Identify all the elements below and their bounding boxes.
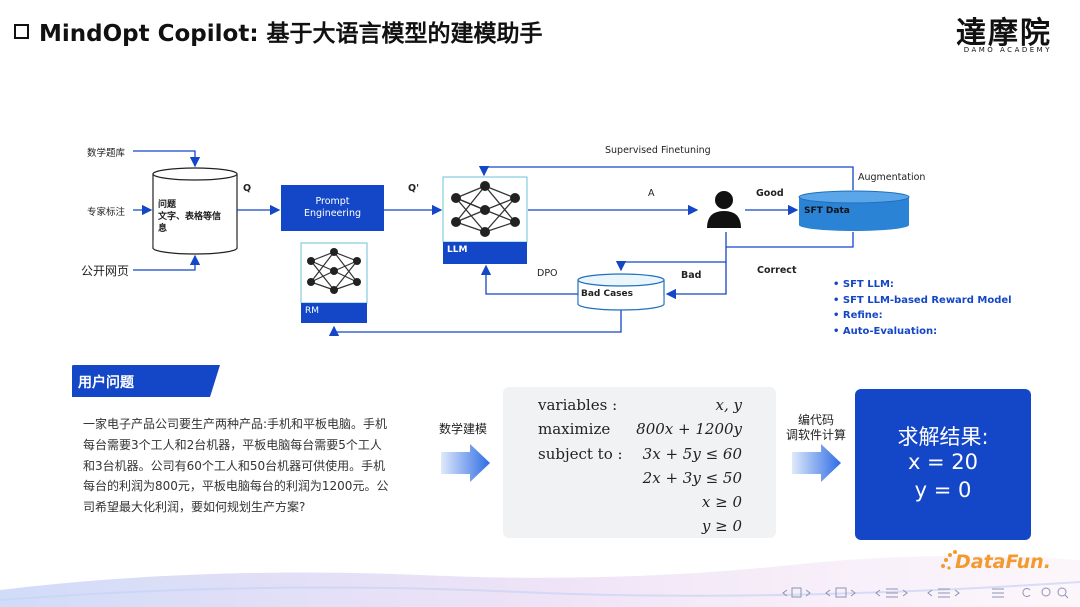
compute-arrow-label: 编代码 调软件计算 [784, 413, 848, 443]
model-panel [503, 387, 776, 538]
result-title: 求解结果: [897, 425, 989, 449]
arrow-sft [478, 165, 854, 190]
variables-value: x, y [715, 396, 742, 414]
modeling-arrow-label: 数学建模 [439, 422, 488, 436]
kw-maximize: maximize [538, 420, 611, 438]
label-correct: Correct [757, 265, 797, 276]
bullet-item: • Refine: [833, 310, 883, 321]
label-a: A [648, 188, 655, 199]
arrow-correct [615, 232, 727, 272]
label-q-prime: Q' [408, 183, 419, 194]
label-dpo: DPO [537, 268, 558, 279]
label-good: Good [756, 188, 784, 199]
person-icon [707, 191, 741, 228]
problem-line: 一家电子产品公司要生产两种产品:手机和平板电脑。手机 [83, 417, 388, 431]
constraint-1: 3x + 5y ≤ 60 [642, 445, 742, 463]
compute-arrow-icon [792, 444, 841, 482]
user-question-tag-bg [72, 365, 220, 397]
db-label-3: 息 [158, 224, 168, 234]
objective-value: 800x + 1200y [636, 420, 742, 438]
rm-box [300, 242, 368, 323]
result-x: x = 20 [907, 450, 979, 474]
user-question-tag: 用户问题 [78, 375, 134, 391]
problem-line: 和3台机器。公司有60个工人和50台机器可供使用。手机 [83, 458, 386, 473]
arrow-math-bank [133, 150, 201, 168]
method-bullet-list: • SFT LLM: • SFT LLM-based Reward Model … [833, 277, 1012, 339]
damo-logo-en: DAMO ACADEMY [963, 46, 1052, 54]
problem-line: 每台的利润为800元，平板电脑每台的利润为1200元。公 [83, 479, 389, 494]
input-math-bank: 数学题库 [87, 148, 126, 159]
input-public-web: 公开网页 [81, 264, 130, 278]
modeling-arrow-icon [441, 444, 490, 482]
arrow-bad [665, 262, 727, 300]
db-label-1: 问题 [158, 200, 177, 210]
input-expert-annotation: 专家标注 [87, 207, 126, 218]
compute-label-line2: 调软件计算 [785, 428, 846, 442]
label-q: Q [243, 183, 252, 194]
arrow-dpo [480, 264, 578, 295]
sft-data-label: SFT Data [804, 206, 850, 216]
rm-label: RM [305, 306, 320, 316]
arrow-rm [328, 308, 622, 337]
sft-data-cylinder [798, 190, 910, 231]
bullet-item: • SFT LLM: [833, 279, 894, 290]
footer-wave-line [0, 581, 1080, 601]
result-panel [855, 389, 1031, 540]
compute-label-line1: 编代码 [797, 413, 834, 427]
constraint-4: y ≥ 0 [701, 517, 742, 535]
bullet-item: • Auto-Evaluation: [833, 325, 938, 337]
supervised-finetuning-label: Supervised Finetuning [605, 145, 711, 156]
llm-box [442, 176, 528, 264]
kw-variables: variables : [538, 396, 618, 414]
problem-line: 司希望最大化利润，要如何规划生产方案? [83, 500, 306, 515]
bullet-item: • SFT LLM-based Reward Model [833, 294, 1012, 306]
footer-wave [0, 555, 1080, 607]
augmentation-label: Augmentation [858, 172, 926, 183]
result-y: y = 0 [914, 478, 972, 502]
bad-cases-cylinder [577, 273, 665, 311]
title-square-icon [14, 23, 29, 39]
db-label-2: 文字、表格等信 [158, 212, 222, 222]
bad-cases-label: Bad Cases [581, 289, 634, 299]
kw-subject-to: subject to : [538, 445, 623, 463]
prompt-engineering-box [281, 185, 384, 231]
datafun-logo: DataFun. [955, 551, 1051, 573]
llm-label: LLM [447, 245, 468, 255]
question-database [152, 167, 238, 255]
arrow-augment-back [726, 232, 854, 248]
prompt-engineering-line2: Engineering [304, 208, 361, 219]
constraint-2: 2x + 3y ≤ 50 [642, 469, 742, 487]
neural-net-icon [455, 185, 516, 233]
page-title-text: MindOpt Copilot: 基于大语言模型的建模助手 [39, 21, 543, 47]
problem-line: 每台需要3个工人和2台机器，平板电脑每台需要5个工人 [83, 437, 382, 452]
nav-icons[interactable] [782, 587, 1069, 599]
constraint-3: x ≥ 0 [701, 493, 742, 511]
arrow-web [133, 254, 201, 271]
datafun-logo-mark [941, 550, 957, 570]
rm-neural-net-icon [310, 251, 358, 291]
damo-logo: 達摩院 [956, 16, 1052, 51]
prompt-engineering-line1: Prompt [315, 196, 350, 207]
page-title: MindOpt Copilot: 基于大语言模型的建模助手 [14, 14, 543, 48]
problem-text: 一家电子产品公司要生产两种产品:手机和平板电脑。手机 每台需要3个工人和2台机器… [83, 414, 388, 518]
label-bad: Bad [681, 270, 702, 281]
